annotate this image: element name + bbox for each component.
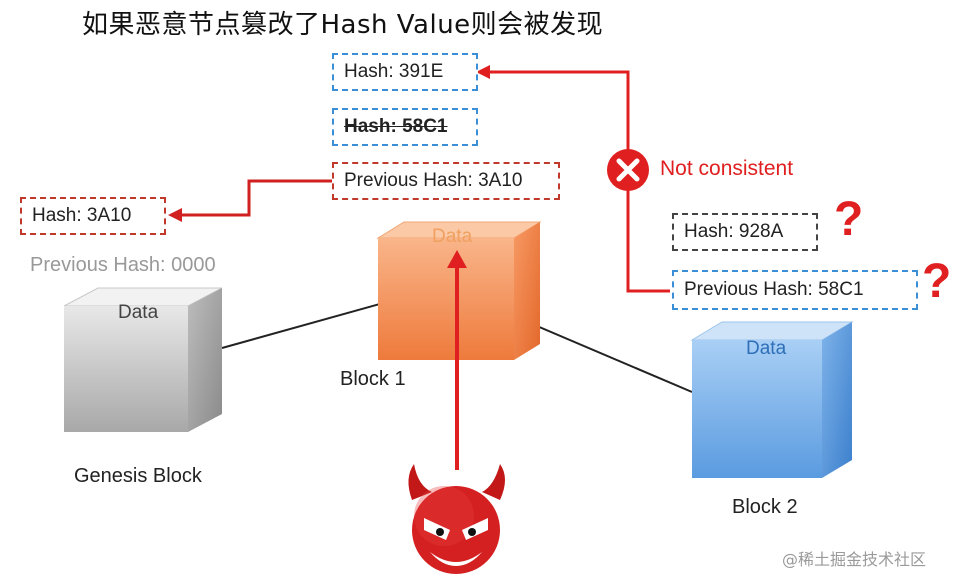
not-consistent-label: Not consistent	[660, 157, 794, 180]
hash-58c1-struck-box: Hash: 58C1	[332, 108, 478, 146]
diagram-title: 如果恶意节点篡改了Hash Value则会被发现	[82, 10, 604, 40]
attack-arrowhead	[447, 250, 467, 268]
genesis-prev-hash-label: Previous Hash: 0000	[30, 254, 216, 276]
genesis-hash-box: Hash: 3A10	[20, 197, 166, 235]
block2-data-label: Data	[746, 338, 787, 359]
block2-hash-box: Hash: 928A	[672, 213, 818, 251]
genesis-block-name: Genesis Block	[74, 465, 202, 487]
error-x-icon	[607, 149, 649, 191]
block2-cube	[690, 321, 854, 478]
block1-name: Block 1	[340, 368, 406, 390]
block1-data-label: Data	[432, 226, 473, 247]
question-mark-icon: ?	[922, 255, 952, 308]
block2-name: Block 2	[732, 496, 798, 518]
prev-hash-arrow	[180, 179, 332, 217]
genesis-cube	[63, 287, 223, 432]
question-mark-icon: ?	[834, 193, 864, 246]
devil-icon	[408, 464, 505, 574]
genesis-data-label: Data	[118, 302, 159, 323]
prev-hash-3a10-box: Previous Hash: 3A10	[332, 162, 560, 200]
watermark: @稀土掘金技术社区	[782, 550, 927, 569]
block2-prev-hash-box: Previous Hash: 58C1	[672, 270, 918, 310]
struck-hash-text: Hash: 58C1	[344, 116, 448, 137]
hash-391e-box: Hash: 391E	[332, 53, 478, 91]
block1-cube	[376, 221, 542, 360]
prev-hash-arrowhead	[168, 208, 182, 222]
mismatch-arrowhead	[476, 65, 490, 79]
